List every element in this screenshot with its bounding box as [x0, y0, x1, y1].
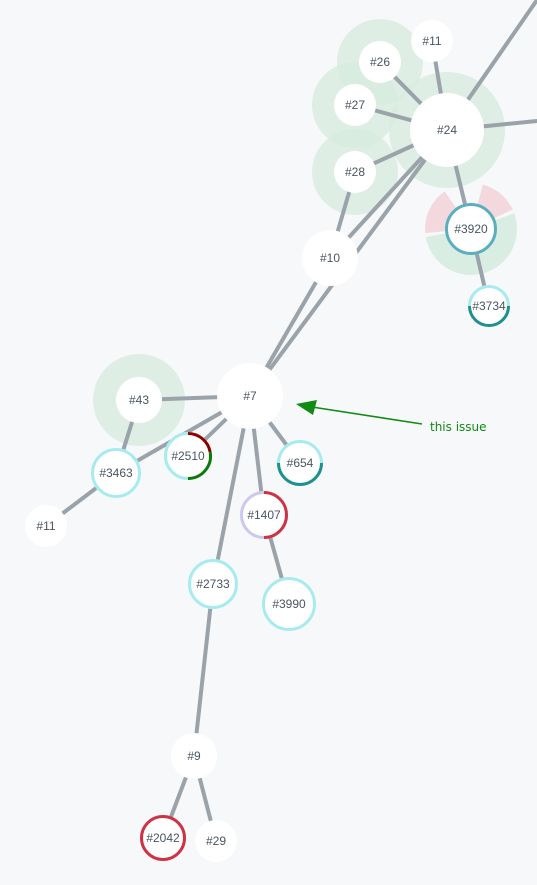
node-n10[interactable]: #10 — [302, 230, 358, 286]
node-n3990[interactable]: #3990 — [262, 577, 316, 631]
node-body[interactable] — [240, 491, 288, 539]
node-label: #27 — [345, 98, 365, 112]
node-n29[interactable]: #29 — [195, 820, 237, 862]
node-n27[interactable]: #27 — [334, 84, 376, 126]
node-label: #2042 — [146, 831, 180, 845]
node-body[interactable] — [334, 151, 376, 193]
node-label: #2510 — [171, 449, 205, 463]
node-body[interactable] — [217, 363, 283, 429]
node-label: #11 — [422, 34, 441, 48]
node-n28[interactable]: #28 — [334, 151, 376, 193]
node-n2042[interactable]: #2042 — [140, 815, 186, 861]
node-label: #3734 — [472, 299, 506, 313]
edge-n2733-n9 — [192, 582, 215, 758]
node-label: #43 — [129, 393, 149, 407]
node-label: #1407 — [247, 508, 281, 522]
node-body[interactable] — [116, 377, 162, 423]
node-n24[interactable]: #24 — [410, 93, 484, 167]
node-ring-arc — [187, 432, 212, 453]
node-label: #10 — [320, 251, 340, 265]
node-halo-arc — [476, 184, 513, 220]
node-n2510[interactable]: #2510 — [164, 432, 212, 480]
node-n26[interactable]: #26 — [359, 41, 401, 83]
node-body[interactable] — [359, 41, 401, 83]
annotation-arrow-head — [296, 400, 317, 415]
node-body[interactable] — [164, 432, 212, 480]
node-halo-arc — [425, 191, 458, 234]
node-ring-arc — [277, 462, 323, 486]
node-body[interactable] — [302, 230, 358, 286]
node-n11b[interactable]: #11 — [25, 505, 67, 547]
node-body[interactable] — [277, 440, 323, 486]
node-label: #3990 — [272, 597, 306, 611]
annotation-arrow-line — [311, 406, 423, 425]
node-n654[interactable]: #654 — [277, 440, 323, 486]
node-body[interactable] — [171, 733, 217, 779]
node-body[interactable] — [25, 505, 67, 547]
node-body[interactable] — [334, 84, 376, 126]
node-n11a[interactable]: #11 — [411, 20, 453, 62]
node-ring-arc — [187, 451, 212, 480]
node-label: #3920 — [454, 222, 488, 236]
node-body[interactable] — [410, 93, 484, 167]
node-n3463[interactable]: #3463 — [91, 448, 141, 498]
node-n1407[interactable]: #1407 — [240, 491, 288, 539]
node-label: #11 — [36, 519, 55, 533]
node-body[interactable] — [188, 559, 238, 609]
node-body[interactable] — [445, 203, 497, 255]
node-label: #26 — [370, 55, 390, 69]
node-body[interactable] — [195, 820, 237, 862]
annotation-label: this issue — [430, 420, 487, 434]
node-ring — [91, 448, 141, 498]
node-layer: #11 #26 #27 #24 #28 #3920 #10 #3734 #43 #7 #2510 #6… — [25, 20, 510, 862]
node-ring — [140, 815, 186, 861]
node-body[interactable] — [262, 577, 316, 631]
node-label: #9 — [187, 749, 201, 763]
node-n9[interactable]: #9 — [171, 733, 217, 779]
node-ring-arc — [277, 440, 323, 464]
node-n7[interactable]: #7 — [217, 363, 283, 429]
node-label: #29 — [206, 834, 226, 848]
node-label: #7 — [243, 389, 257, 403]
node-label: #2733 — [196, 577, 230, 591]
node-body[interactable] — [91, 448, 141, 498]
node-ring — [262, 577, 316, 631]
node-ring — [188, 559, 238, 609]
node-body[interactable] — [140, 815, 186, 861]
node-ring-arc — [263, 491, 288, 539]
node-body[interactable] — [411, 20, 453, 62]
node-label: #3463 — [99, 466, 133, 480]
node-ring-arc — [240, 491, 265, 539]
node-label: #654 — [287, 456, 314, 470]
node-body[interactable] — [468, 285, 510, 327]
node-ring-arc — [468, 305, 510, 327]
annotation: this issue — [296, 400, 487, 434]
node-n3920[interactable]: #3920 — [445, 203, 497, 255]
halo-layer — [93, 19, 517, 446]
node-ring — [445, 203, 497, 255]
node-label: #28 — [345, 165, 365, 179]
node-n2733[interactable]: #2733 — [188, 559, 238, 609]
node-n3734[interactable]: #3734 — [468, 285, 510, 327]
node-label: #24 — [437, 123, 457, 137]
node-ring-arc — [468, 285, 510, 307]
node-n43[interactable]: #43 — [116, 377, 162, 423]
node-ring-arc — [164, 432, 189, 480]
